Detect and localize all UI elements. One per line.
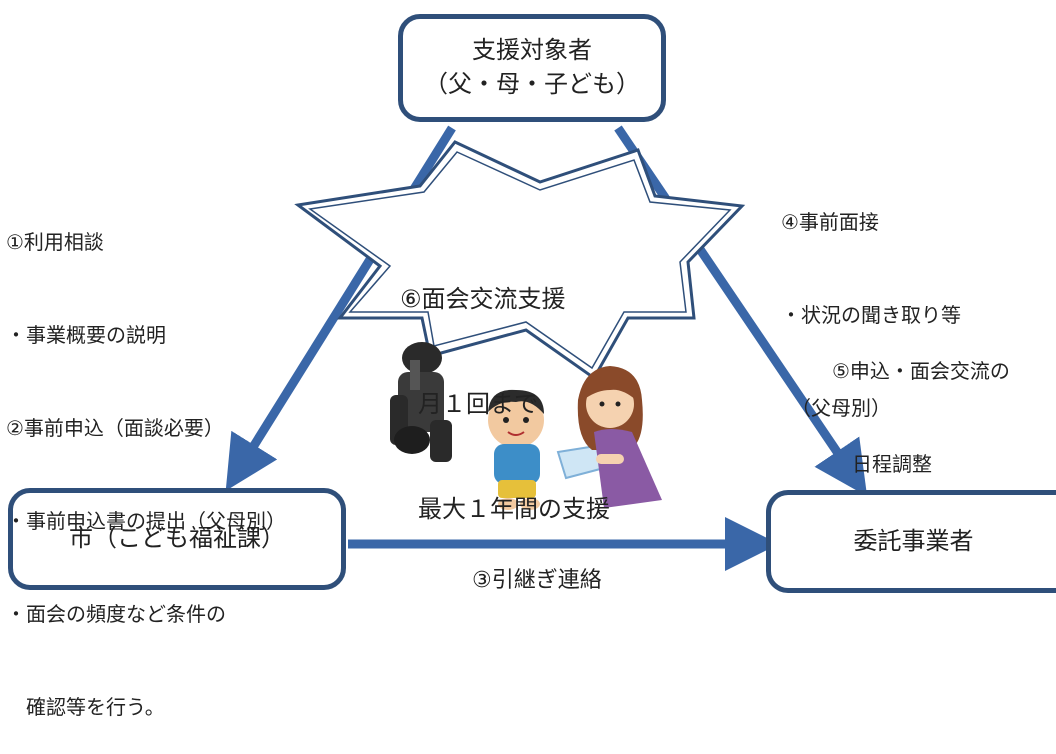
support-burst-shape (294, 140, 746, 381)
note-line: ・事前申込書の提出（父母別） (6, 509, 286, 533)
star-duration: 最大１年間の支援 (418, 495, 610, 523)
mother-illustration (577, 366, 662, 508)
support-target-members: （父・母・子ども） (424, 70, 640, 98)
diagram-canvas (225, 125, 868, 571)
note-line: ④事前面接 (781, 210, 879, 234)
support-target-box: 支援対象者 （父・母・子ども） (398, 14, 666, 122)
note-line: （父母別） (781, 396, 891, 420)
note-line: ①利用相談 (6, 230, 104, 254)
scheduling-notes: ⑤申込・面会交流の 日程調整 (832, 294, 1010, 511)
note-line: ・事業概要の説明 (6, 323, 166, 347)
contractor-label: 委託事業者 (853, 526, 974, 555)
note-line: 日程調整 (832, 452, 932, 476)
city-office-label: 市（こども福祉課） (69, 524, 285, 553)
note-line: ②事前申込（面談必要） (6, 416, 224, 440)
star-frequency: 月１回まで (418, 390, 538, 418)
star-title: ⑥面会交流支援 (400, 285, 566, 313)
note-line: 確認等を行う。 (6, 695, 165, 719)
note-line: ⑤申込・面会交流の (832, 359, 1010, 383)
arrow-top-to-city (225, 125, 456, 491)
visitation-support-text: ⑥面会交流支援 月１回まで 最大１年間の支援 (400, 212, 610, 562)
consultation-notes: ①利用相談 ・事業概要の説明 ②事前申込（面談必要） ・事前申込書の提出（父母別… (6, 165, 286, 754)
handover-label: ③引継ぎ連絡 (472, 568, 602, 593)
support-target-title: 支援対象者 (472, 36, 592, 65)
parent-figure-illustration (390, 342, 452, 462)
arrow-top-to-contractor (614, 125, 868, 497)
note-line: ・状況の聞き取り等 (781, 303, 961, 327)
support-burst-inner-outline (308, 151, 732, 370)
interview-notes: ④事前面接 ・状況の聞き取り等 （父母別） (781, 145, 961, 455)
note-line: ・面会の頻度など条件の (6, 602, 226, 626)
contractor-box: 委託事業者 (766, 490, 1056, 593)
city-office-box: 市（こども福祉課） (8, 488, 346, 590)
child-illustration (488, 389, 544, 510)
